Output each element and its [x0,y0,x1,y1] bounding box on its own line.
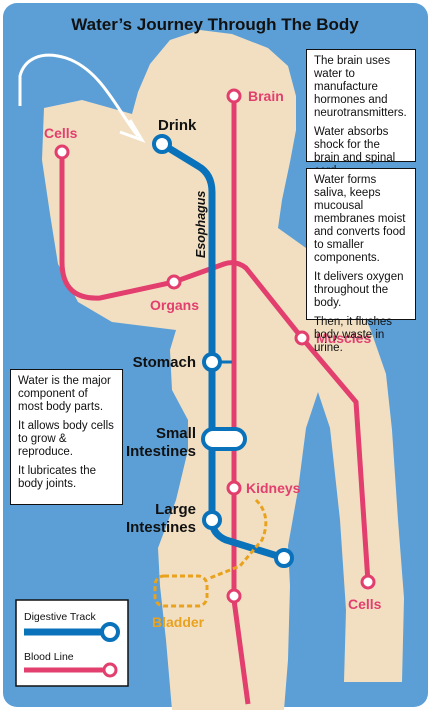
station-end [274,548,294,568]
station-organs [166,274,182,290]
station-stomach [202,352,222,372]
body-silhouette [42,30,404,710]
station-small-intestines [201,427,247,451]
blood-line-arm [59,152,371,583]
label-cells-left: Cells [44,125,78,141]
info-box-saliva: Water forms saliva, keeps mucousal membr… [306,168,416,354]
label-large-intestines-2: Intestines [126,519,196,536]
label-bladder: Bladder [152,614,205,630]
info-box-brain: The brain uses water to manufacture horm… [306,49,416,177]
label-organs: Organs [150,297,199,313]
label-small-intestines-1: Small [156,425,196,442]
legend-blood-station [102,662,118,678]
info-saliva-1: Water forms saliva, keeps mucousal membr… [314,174,406,264]
station-bladder-blood [226,588,242,604]
station-cells-right [360,574,376,590]
info-box-body: Water is the major component of most bod… [10,369,123,505]
legend-digestive-station [100,622,120,642]
label-kidneys: Kidneys [246,480,301,496]
label-cells-right: Cells [348,596,382,612]
station-muscles [294,330,310,346]
info-body-1: Water is the major component of most bod… [18,375,111,413]
label-drink: Drink [158,117,197,134]
info-body-2: It allows body cells to grow & reproduce… [18,420,114,458]
bladder-shape [153,574,209,608]
label-small-intestines-2: Intestines [126,443,196,460]
station-large-intestines [202,510,222,530]
label-large-intestines-1: Large [155,501,196,518]
label-esophagus: Esophagus [194,191,208,258]
info-saliva-3: Then, it flushes body waste in urine. [314,316,392,354]
station-drink [152,134,172,154]
station-brain [226,88,242,104]
diagram-title: Water’s Journey Through The Body [71,15,359,34]
legend-blood-label: Blood Line [24,651,74,663]
bladder-link [209,498,268,580]
info-saliva-2: It delivers oxygen throughout the body. [314,271,404,309]
legend-digestive-label: Digestive Track [24,611,97,623]
station-cells-left [54,144,70,160]
label-stomach: Stomach [133,354,196,371]
label-muscles: Muscles [316,330,371,346]
drink-arrow-head [119,119,146,143]
drink-arrow [18,53,140,137]
station-kidneys [226,480,242,496]
label-brain: Brain [248,88,284,104]
info-body-3: It lubricates the body joints. [18,465,96,490]
info-brain-1: The brain uses water to manufacture horm… [314,55,407,119]
